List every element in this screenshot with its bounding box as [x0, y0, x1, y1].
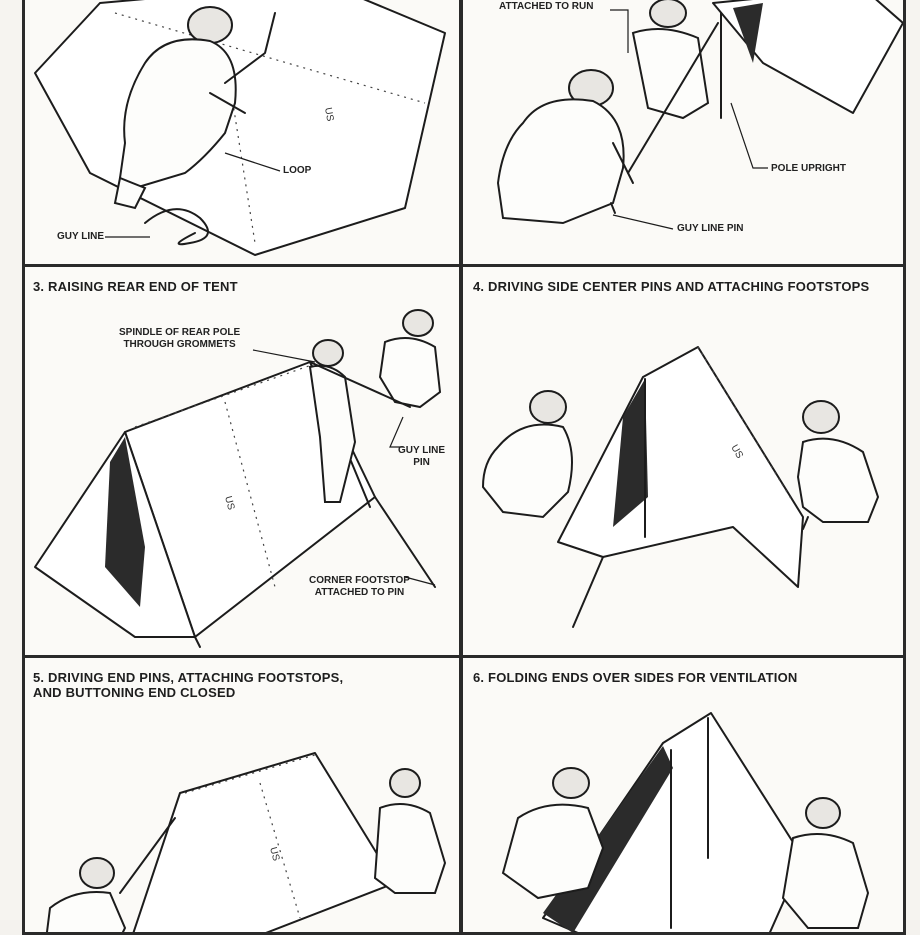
panel-step-6: 6. FOLDING ENDS OVER SIDES FOR VENTILATI… — [460, 655, 906, 935]
helmet-icon — [802, 400, 840, 434]
panel-step-3: 3. RAISING REAR END OF TENT US — [22, 264, 462, 658]
helmet-icon — [552, 767, 590, 799]
caption-step-6: 6. FOLDING ENDS OVER SIDES FOR VENTILATI… — [473, 670, 798, 685]
step-2-illustration — [496, 0, 903, 230]
panel-step-2: ATTACHED TO RUN POLE UPRIGHT GUY LINE PI… — [460, 0, 906, 267]
helmet-icon — [402, 309, 434, 337]
tent-half-shelter — [132, 752, 396, 932]
step-5-illustration: US — [45, 752, 447, 932]
helmet-icon — [529, 390, 567, 424]
guy-line — [374, 496, 436, 588]
step-4-illustration: US — [481, 346, 880, 628]
svg-text:US: US — [322, 107, 335, 123]
callout-guy-line-pin: GUY LINE PIN — [677, 223, 744, 234]
callout-pole-upright: POLE UPRIGHT — [771, 163, 847, 174]
tent-pin — [194, 636, 201, 648]
helmet-icon — [312, 339, 344, 367]
caption-step-4: 4. DRIVING SIDE CENTER PINS AND ATTACHIN… — [473, 279, 870, 294]
soldier-figure — [113, 6, 276, 210]
callout-attached-to-run: ATTACHED TO RUN — [499, 1, 594, 12]
helmet-icon — [79, 857, 115, 889]
helmet-icon — [389, 768, 421, 798]
soldier-figure — [631, 0, 710, 120]
soldier-figure — [501, 767, 605, 900]
step-3-illustration: US — [34, 309, 442, 648]
svg-text:US: US — [267, 846, 281, 863]
callout-spindle: SPINDLE OF REAR POLE THROUGH GROMMETS — [119, 327, 241, 350]
soldier-figure — [796, 400, 880, 523]
tent-half-shelter — [34, 0, 446, 256]
callout-guy-line-pin: GUY LINE PIN — [398, 445, 446, 468]
soldier-figure — [496, 69, 634, 225]
caption-step-3: 3. RAISING REAR END OF TENT — [33, 279, 238, 294]
tent-pin — [610, 202, 616, 214]
callout-guy-line: GUY LINE — [57, 231, 105, 242]
soldier-figure — [45, 857, 127, 932]
panel-step-5: 5. DRIVING END PINS, ATTACHING FOOTSTOPS… — [22, 655, 462, 935]
guy-line — [572, 556, 604, 628]
tent-half-shelter — [542, 712, 804, 932]
soldier-figure — [781, 797, 870, 929]
guy-line — [119, 817, 176, 894]
tent-pin — [802, 516, 809, 530]
step-1-illustration: US — [34, 0, 446, 256]
caption-step-5: 5. DRIVING END PINS, ATTACHING FOOTSTOPS… — [33, 670, 344, 700]
helmet-icon — [187, 6, 233, 44]
guy-line — [309, 361, 411, 408]
panel-step-4: 4. DRIVING SIDE CENTER PINS AND ATTACHIN… — [460, 264, 906, 658]
helmet-icon — [805, 797, 841, 829]
callout-loop: LOOP — [283, 165, 312, 176]
soldier-figure — [481, 390, 573, 519]
callout-corner-footstop: CORNER FOOTSTOP ATTACHED TO PIN — [309, 575, 410, 598]
guy-line — [144, 208, 209, 246]
tent-half-shelter — [557, 346, 804, 588]
tent-half-shelter — [712, 0, 903, 114]
guy-line — [627, 22, 719, 174]
panel-step-1: US LOOP GUY LINE — [22, 0, 462, 267]
step-6-illustration — [501, 712, 870, 932]
svg-text:US: US — [222, 495, 236, 512]
helmet-icon — [649, 0, 687, 28]
soldier-figure — [373, 768, 447, 894]
soldier-figure — [378, 309, 442, 409]
